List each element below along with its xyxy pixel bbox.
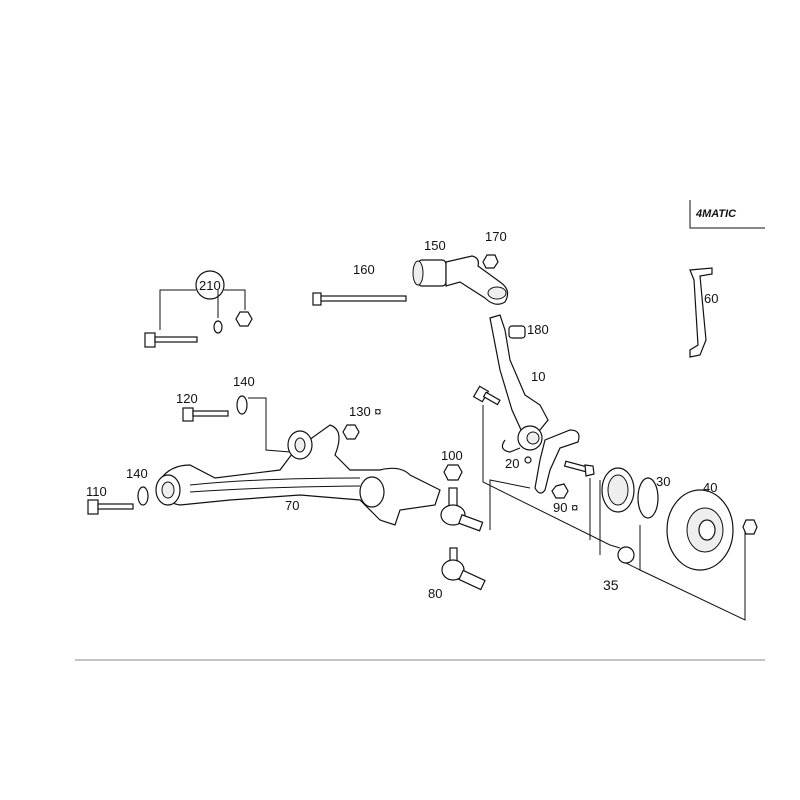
label-20: 20 bbox=[505, 456, 519, 471]
label-160: 160 bbox=[353, 262, 375, 277]
part-30-wheel-bearing[interactable] bbox=[601, 467, 635, 513]
part-80-ball-joint[interactable] bbox=[441, 547, 486, 591]
hub-bolt[interactable] bbox=[563, 460, 595, 477]
leader-line bbox=[482, 405, 621, 549]
part-20-small-part[interactable] bbox=[524, 456, 532, 464]
part-30-circlip[interactable] bbox=[637, 477, 659, 519]
part-35-tool[interactable] bbox=[617, 546, 635, 564]
part-110-bolt[interactable] bbox=[87, 499, 134, 515]
label-130: 130 ¤ bbox=[349, 404, 382, 419]
part-70-lower-control-arm[interactable] bbox=[155, 424, 441, 526]
part-130-nut[interactable] bbox=[342, 424, 360, 440]
part-100-nut[interactable] bbox=[443, 464, 463, 481]
label-30: 30 bbox=[656, 474, 670, 489]
4matic-badge: 4MATIC bbox=[689, 200, 765, 229]
label-110: 110 bbox=[86, 484, 107, 499]
label-180: 180 bbox=[527, 322, 549, 337]
label-35: 35 bbox=[603, 577, 619, 593]
ball-joint[interactable] bbox=[440, 487, 484, 532]
part-90-nut[interactable] bbox=[551, 483, 569, 499]
part-210-bolt-washer-nut[interactable] bbox=[144, 270, 253, 348]
part-60-bracket[interactable] bbox=[689, 267, 713, 358]
label-70: 70 bbox=[285, 498, 299, 513]
label-60: 60 bbox=[704, 291, 718, 306]
label-10: 10 bbox=[531, 369, 545, 384]
label-150: 150 bbox=[424, 238, 446, 253]
part-140-washer-upper[interactable] bbox=[236, 395, 248, 415]
label-170: 170 bbox=[485, 229, 507, 244]
label-140-lower: 140 bbox=[126, 466, 148, 481]
part-120-bolt[interactable] bbox=[182, 407, 229, 422]
part-40-wheel-hub[interactable] bbox=[666, 489, 758, 571]
label-210: 210 bbox=[199, 278, 221, 293]
label-90: 90 ¤ bbox=[553, 500, 578, 515]
part-180-bush[interactable] bbox=[508, 325, 526, 339]
label-80: 80 bbox=[428, 586, 442, 601]
label-140-upper: 140 bbox=[233, 374, 255, 389]
part-10-steering-knuckle[interactable] bbox=[489, 314, 580, 494]
part-140-washer-lower[interactable] bbox=[137, 486, 149, 506]
part-160-long-bolt[interactable] bbox=[312, 292, 407, 306]
part-labels: 10 20 30 35 40 60 70 80 90 ¤ 100 110 120… bbox=[86, 229, 718, 601]
label-100: 100 bbox=[441, 448, 463, 463]
4matic-logo-text: 4MATIC bbox=[695, 208, 737, 220]
label-40: 40 bbox=[703, 480, 717, 495]
part-150-upper-control-arm[interactable] bbox=[412, 254, 509, 305]
label-120: 120 bbox=[176, 391, 198, 406]
knuckle-bolt[interactable] bbox=[472, 385, 501, 406]
